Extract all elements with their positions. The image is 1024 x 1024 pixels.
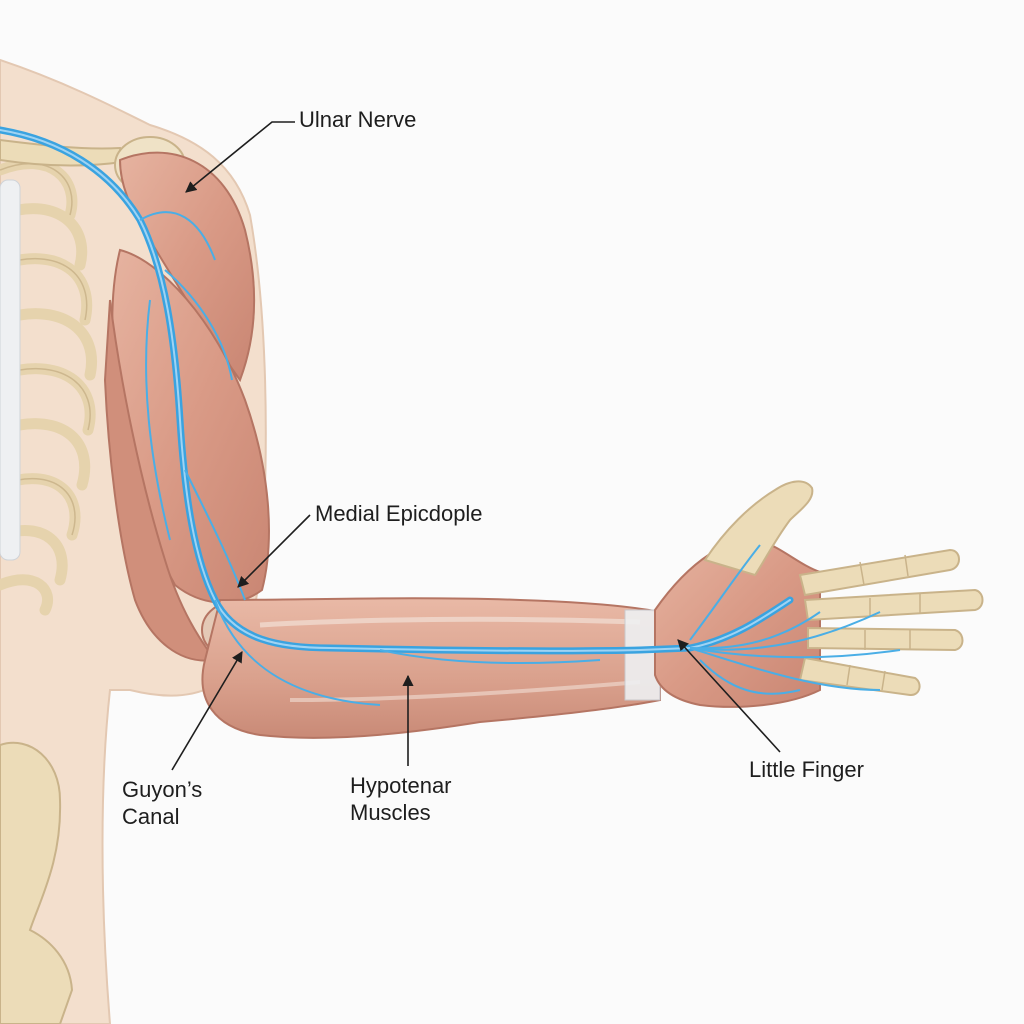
sternum xyxy=(0,179,21,561)
label-guyons-canal: Guyon’s Canal xyxy=(122,776,202,830)
label-medial-epicondyle-text: Medial Epicdople xyxy=(315,501,483,526)
leader-medial-epicondyle xyxy=(237,514,311,588)
pelvis xyxy=(0,741,74,1024)
label-hypotenar-muscles-line2: Muscles xyxy=(350,800,431,825)
leader-lines xyxy=(171,121,781,771)
label-little-finger-text: Little Finger xyxy=(749,757,864,782)
finger-joints xyxy=(846,554,921,691)
ulnar-nerve-highlight xyxy=(0,129,791,652)
forearm-tendon-upper xyxy=(259,616,641,628)
leader-guyons-canal xyxy=(171,651,243,771)
nerve-branches xyxy=(139,211,901,706)
label-little-finger: Little Finger xyxy=(749,756,864,783)
thumb xyxy=(703,480,814,577)
leader-little-finger xyxy=(677,639,781,753)
label-guyons-canal-line2: Canal xyxy=(122,804,180,829)
leader-ulnar-nerve xyxy=(185,121,295,193)
label-hypotenar-muscles-line1: Hypotenar xyxy=(350,773,452,798)
label-guyons-canal-line1: Guyon’s xyxy=(122,777,203,802)
label-medial-epicondyle: Medial Epicdople xyxy=(315,500,483,527)
finger-bones xyxy=(798,548,984,697)
label-hypotenar-muscles: Hypotenar Muscles xyxy=(350,772,452,826)
label-ulnar-nerve-text: Ulnar Nerve xyxy=(299,107,417,132)
label-ulnar-nerve: Ulnar Nerve xyxy=(299,106,416,133)
forearm-muscles xyxy=(201,597,661,739)
